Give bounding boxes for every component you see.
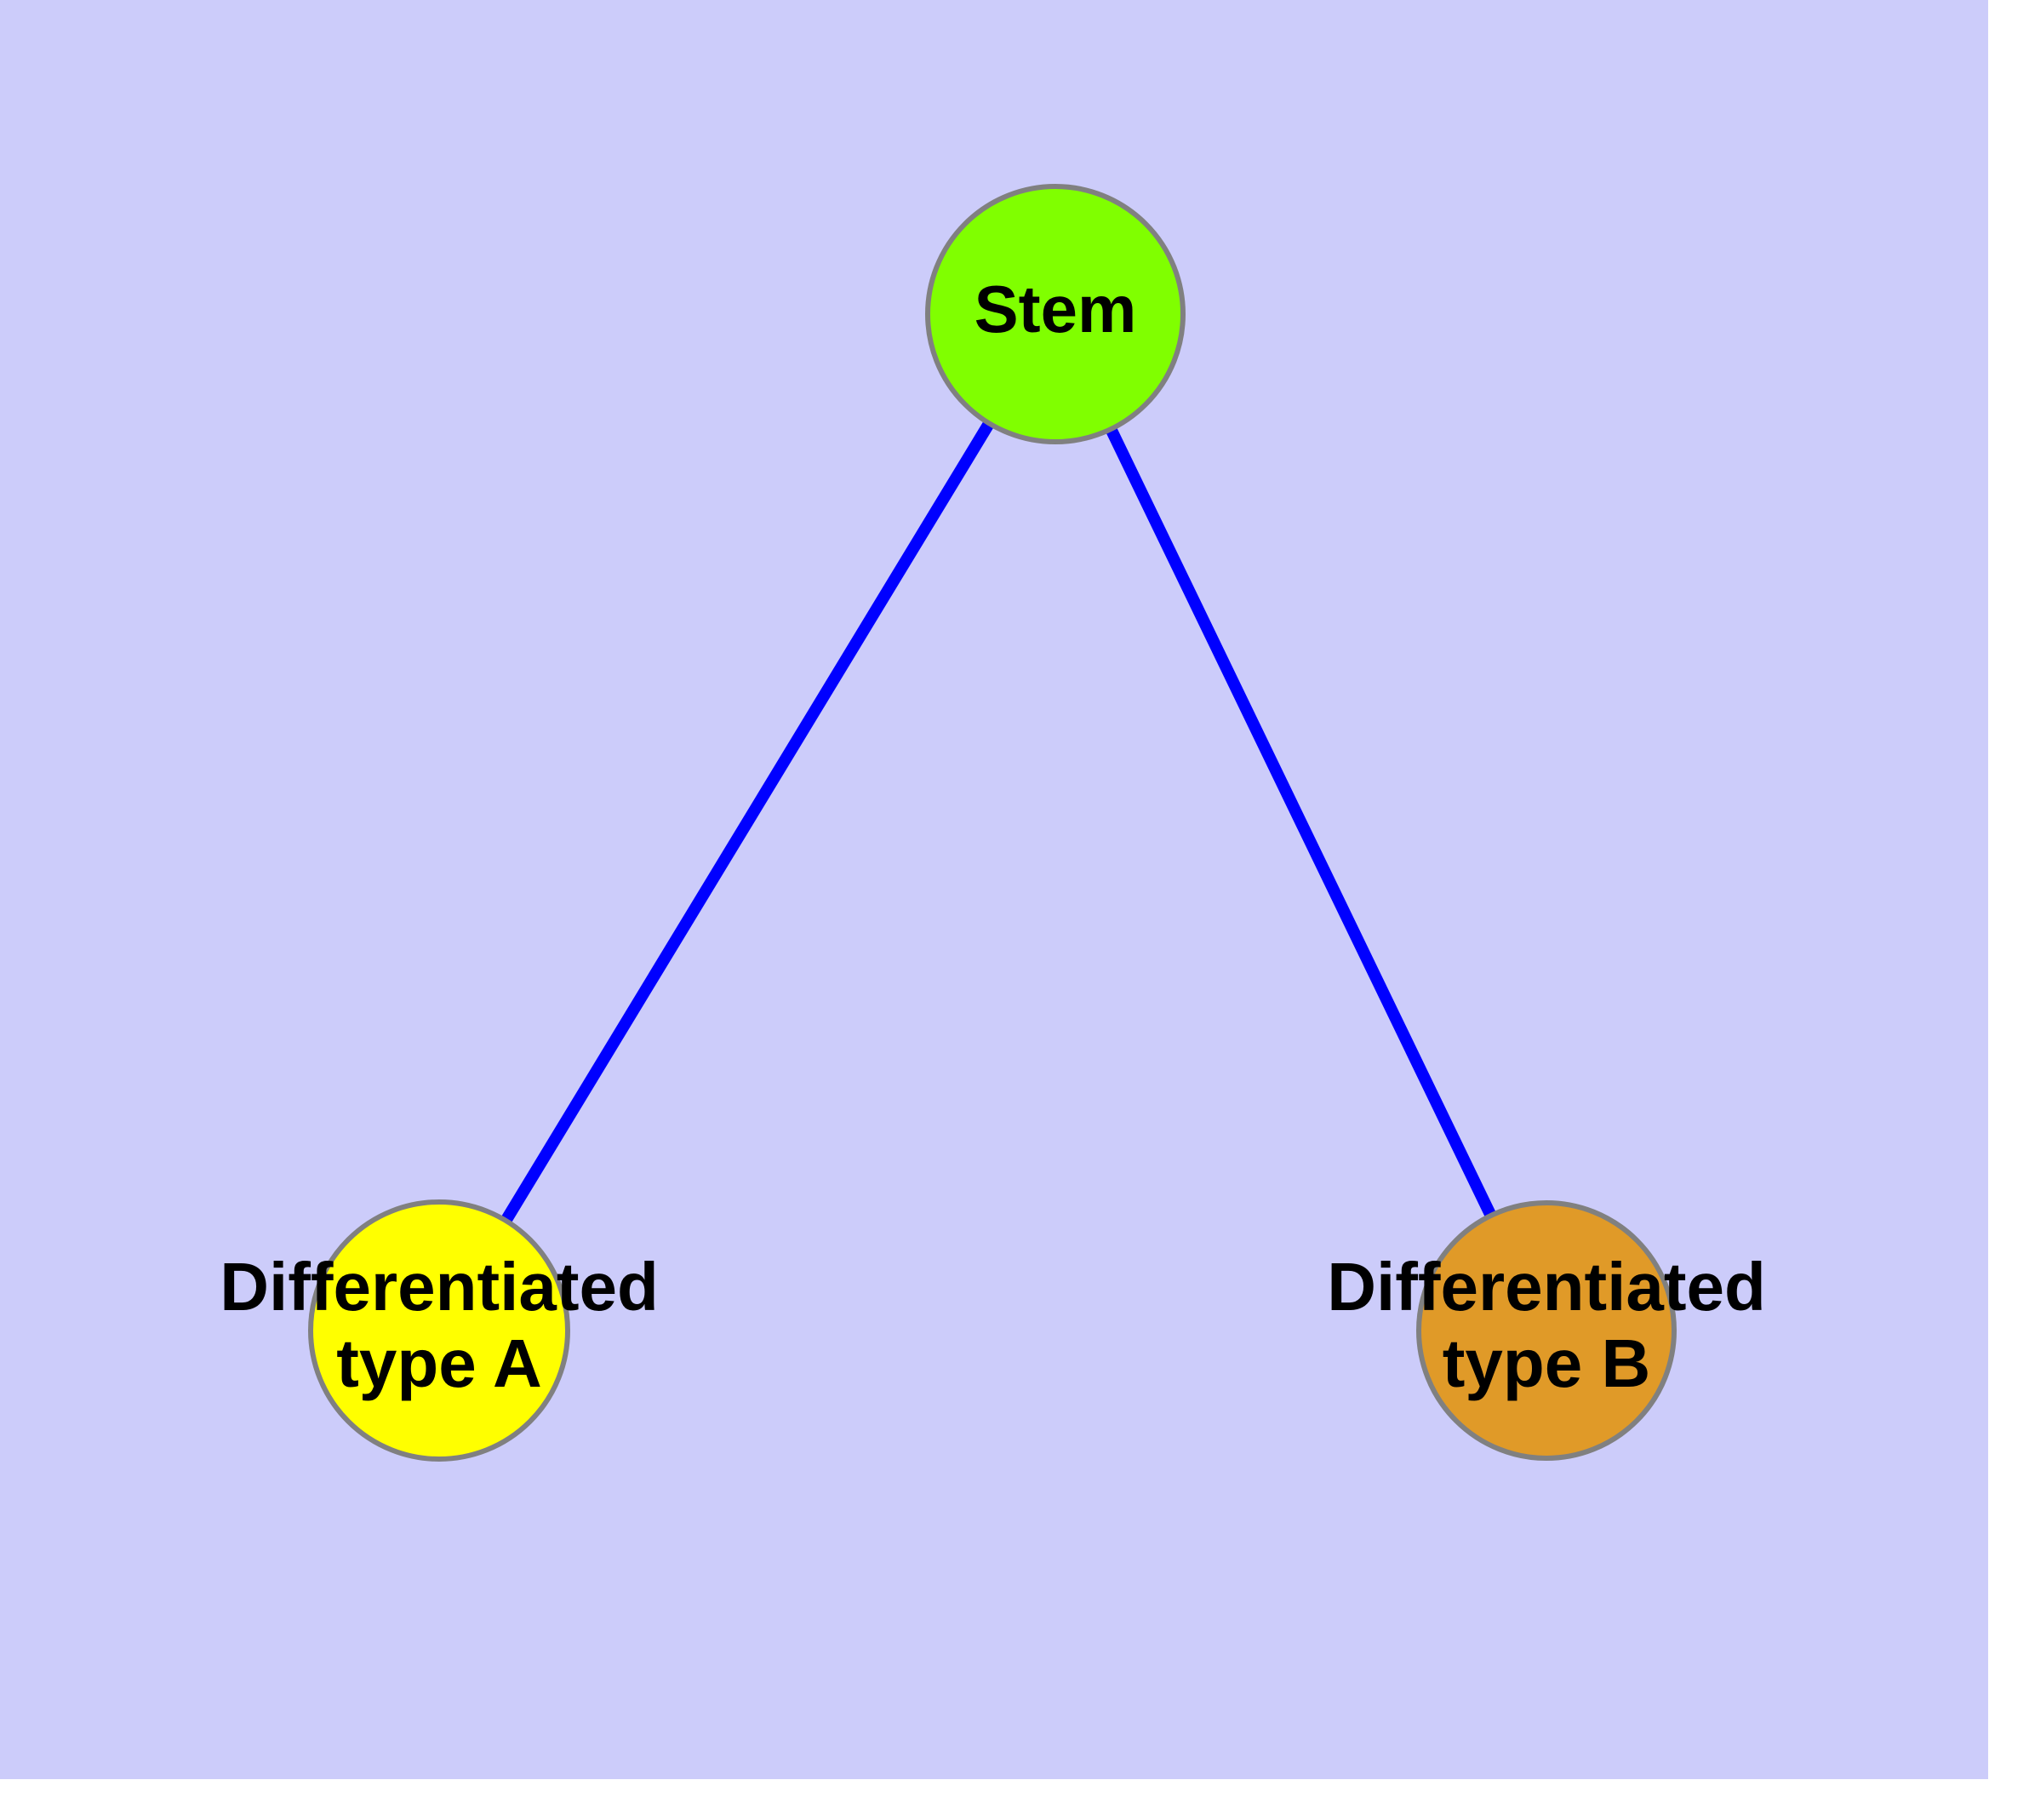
- graph-edge-stem-diff_a[interactable]: [500, 420, 995, 1224]
- node-label-line: type B: [1443, 1325, 1651, 1401]
- node-label-line: Differentiated: [1327, 1249, 1766, 1325]
- node-circle-stem[interactable]: [925, 184, 1186, 444]
- graph-node-stem[interactable]: Stem: [925, 184, 1186, 444]
- edges-layer: [500, 420, 1497, 1224]
- node-label-stem: Stem: [974, 272, 1137, 346]
- node-circle-diff_b[interactable]: [1416, 1200, 1677, 1461]
- node-circle-diff_a[interactable]: [308, 1199, 570, 1462]
- node-label-line: Differentiated: [220, 1249, 659, 1325]
- node-label-line: Stem: [974, 272, 1137, 346]
- graph-edge-stem-diff_b[interactable]: [1105, 426, 1497, 1218]
- node-label-line: type A: [336, 1325, 542, 1401]
